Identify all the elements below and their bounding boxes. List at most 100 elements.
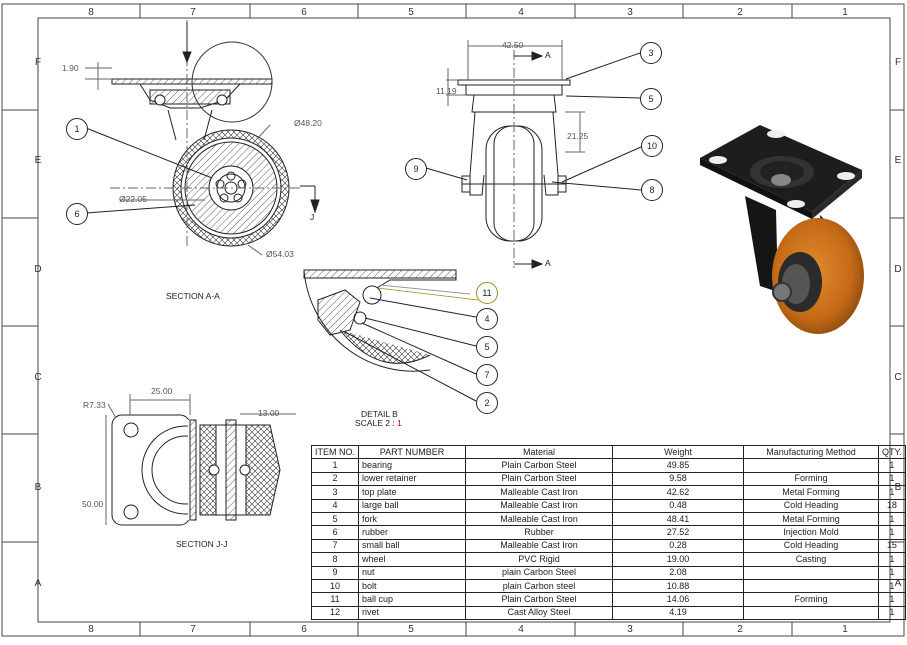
section-jj-view [105,394,296,526]
bom-cell-method [743,565,879,580]
balloon-item-8: 8 [641,179,663,201]
balloon-item-6: 6 [66,203,88,225]
bom-cell-item: 1 [311,458,359,473]
bom-header-qty: QTY. [878,444,906,460]
bom-cell-qty: 1 [878,592,906,607]
zone-row-c: C [34,372,42,383]
bom-cell-material: Rubber [465,525,613,540]
bom-cell-weight: 19.00 [612,552,744,567]
bom-cell-weight: 0.28 [612,538,744,554]
bom-cell-item: 5 [311,511,359,527]
bom-header-material: Material [465,444,613,460]
bom-cell-material: Cast Alloy Steel [465,605,613,621]
zone-col-5: 5 [408,7,414,18]
zone-row-e-right: E [894,155,902,166]
bom-cell-part: bolt [358,578,466,594]
cut-label-a-bottom: A [545,258,551,268]
front-view [425,40,642,269]
bom-cell-qty: 15 [878,538,906,554]
dim-13-00: 13.00 [258,408,280,418]
zone-col-3: 3 [627,7,633,18]
zone-row-f-right: F [894,57,902,68]
bom-header-weight: Weight [612,444,744,460]
zone-col-7: 7 [190,7,196,18]
bom-cell-item: 4 [311,498,359,513]
zone-row-b: B [34,482,42,493]
bom-cell-material: plain Carbon steel [465,578,613,594]
bom-cell-qty: 1 [878,511,906,527]
caster-3d-render [700,125,864,334]
zone-col-6-bottom: 6 [301,624,307,635]
bom-cell-material: PVC Rigid [465,552,613,567]
bom-cell-method: Forming [743,471,879,487]
bom-cell-qty: 1 [878,565,906,580]
bom-cell-part: fork [358,511,466,527]
balloon-item-9: 9 [405,158,427,180]
bom-cell-qty: 1 [878,605,906,621]
dim-dia-54-03: Ø54.03 [266,249,294,259]
zone-col-1: 1 [842,7,848,18]
cut-label-a-top: A [545,50,551,60]
bom-cell-qty: 1 [878,578,906,594]
zone-col-8: 8 [88,7,94,18]
bom-cell-qty: 1 [878,458,906,473]
bom-cell-part: top plate [358,485,466,500]
bom-cell-weight: 0.48 [612,498,744,513]
balloon-item-7: 7 [476,364,498,386]
bom-header-row: ITEM NO. PART NUMBER Material Weight Man… [311,444,906,460]
zone-col-6: 6 [301,7,307,18]
zone-col-4: 4 [518,7,524,18]
balloon-item-10: 10 [641,135,663,157]
bom-cell-part: nut [358,565,466,580]
section-jj-label: SECTION J-J [176,539,228,549]
cut-label-j: J [310,212,315,222]
bom-cell-item: 3 [311,485,359,500]
bom-cell-item: 10 [311,578,359,594]
zone-col-4-bottom: 4 [518,624,524,635]
bom-header-item: ITEM NO. [311,444,359,460]
bom-cell-qty: 1 [878,485,906,500]
zone-row-c-right: C [894,372,902,383]
bom-cell-qty: 18 [878,498,906,513]
bom-cell-method: Metal Forming [743,485,879,500]
bom-cell-weight: 48.41 [612,511,744,527]
bom-cell-method: Cold Heading [743,538,879,554]
zone-col-1-bottom: 1 [842,624,848,635]
bom-cell-part: rubber [358,525,466,540]
bom-cell-method: Metal Forming [743,511,879,527]
bom-cell-weight: 2.08 [612,565,744,580]
bom-cell-weight: 49.85 [612,458,744,473]
balloon-item-5-detail: 5 [476,336,498,358]
bom-cell-method [743,458,879,473]
bom-cell-material: Plain Carbon Steel [465,458,613,473]
bom-cell-weight: 42.62 [612,485,744,500]
detail-b-view [303,269,479,402]
balloon-item-1: 1 [66,118,88,140]
zone-row-f: F [34,57,42,68]
bom-cell-item: 6 [311,525,359,540]
detail-b-scale: SCALE 2 : 1 [355,418,402,428]
dim-42-50: 42.50 [502,40,524,50]
section-aa-view [85,20,320,256]
dim-1-90: 1.90 [62,63,79,73]
bom-cell-method: Forming [743,592,879,607]
border-frame [1,3,905,637]
bom-cell-weight: 4.19 [612,605,744,621]
dim-r7-33: R7.33 [83,400,106,410]
dim-21-25: 21.25 [567,131,589,141]
zone-row-d-right: D [894,264,902,275]
zone-row-e: E [34,155,42,166]
bom-cell-item: 9 [311,565,359,580]
balloon-item-3: 3 [640,42,662,64]
bom-cell-qty: 1 [878,525,906,540]
detail-scale-value: 1 [397,418,402,428]
